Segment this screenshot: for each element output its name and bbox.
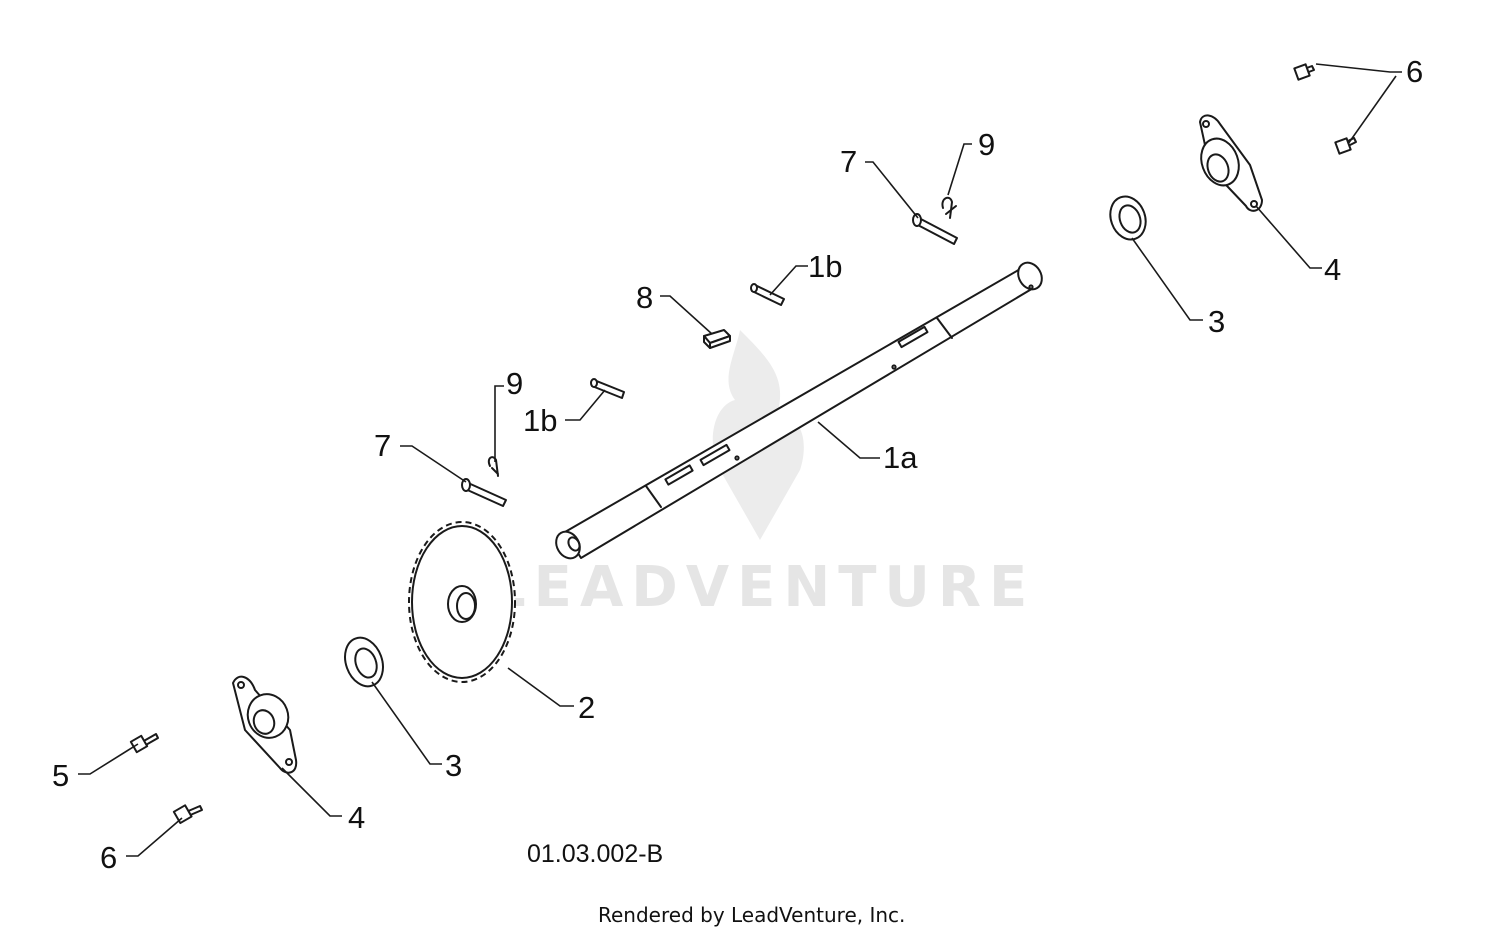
callout-9-lower: 9 bbox=[506, 366, 523, 401]
pin-1b-upper bbox=[750, 283, 785, 306]
callout-5: 5 bbox=[52, 758, 69, 793]
callout-1a: 1a bbox=[883, 440, 918, 475]
callout-7-lower: 7 bbox=[374, 428, 391, 463]
leader-lines bbox=[78, 63, 1402, 857]
clevis-pin-7-upper bbox=[912, 213, 958, 245]
flange-bearing-4-lower bbox=[232, 675, 298, 774]
callout-9-upper: 9 bbox=[978, 127, 995, 162]
hairpin-clip-9-upper bbox=[941, 196, 957, 219]
shaft-part bbox=[555, 261, 1043, 560]
render-credit: Rendered by LeadVenture, Inc. bbox=[598, 903, 905, 927]
watermark-text: LEADVENTURE bbox=[490, 555, 1035, 620]
washer-3-upper bbox=[1109, 195, 1147, 241]
clevis-pin-7-lower bbox=[461, 478, 507, 507]
pin-1b-lower bbox=[590, 378, 625, 399]
bolt-6-lower bbox=[172, 804, 203, 825]
drawing-code: 01.03.002-B bbox=[527, 840, 663, 868]
callout-8: 8 bbox=[636, 280, 653, 315]
leadventure-watermark: LEADVENTURE bbox=[490, 330, 1035, 620]
callout-7-upper: 7 bbox=[840, 144, 857, 179]
hairpin-clip-9-lower bbox=[487, 456, 499, 477]
bolt-6-upper-a bbox=[1293, 63, 1315, 81]
sprocket-2 bbox=[408, 521, 516, 683]
flange-bearing-4-upper bbox=[1199, 114, 1263, 212]
callout-4-lower: 4 bbox=[348, 800, 365, 835]
callout-4-upper: 4 bbox=[1324, 252, 1341, 287]
callout-1b-upper: 1b bbox=[808, 249, 842, 284]
callout-3-upper: 3 bbox=[1208, 304, 1225, 339]
callout-6-lower: 6 bbox=[100, 840, 117, 875]
key-8 bbox=[703, 329, 731, 349]
callout-2: 2 bbox=[578, 690, 595, 725]
bolt-5 bbox=[129, 733, 159, 754]
bolt-6-upper-b bbox=[1334, 137, 1357, 155]
callout-1b-lower: 1b bbox=[523, 403, 557, 438]
washer-3-lower bbox=[344, 636, 384, 688]
callout-labels: 1a 1b 1b 2 3 3 4 4 5 6 6 7 7 8 9 9 bbox=[52, 54, 1423, 875]
callout-3-lower: 3 bbox=[445, 748, 462, 783]
callout-6-upper: 6 bbox=[1406, 54, 1423, 89]
